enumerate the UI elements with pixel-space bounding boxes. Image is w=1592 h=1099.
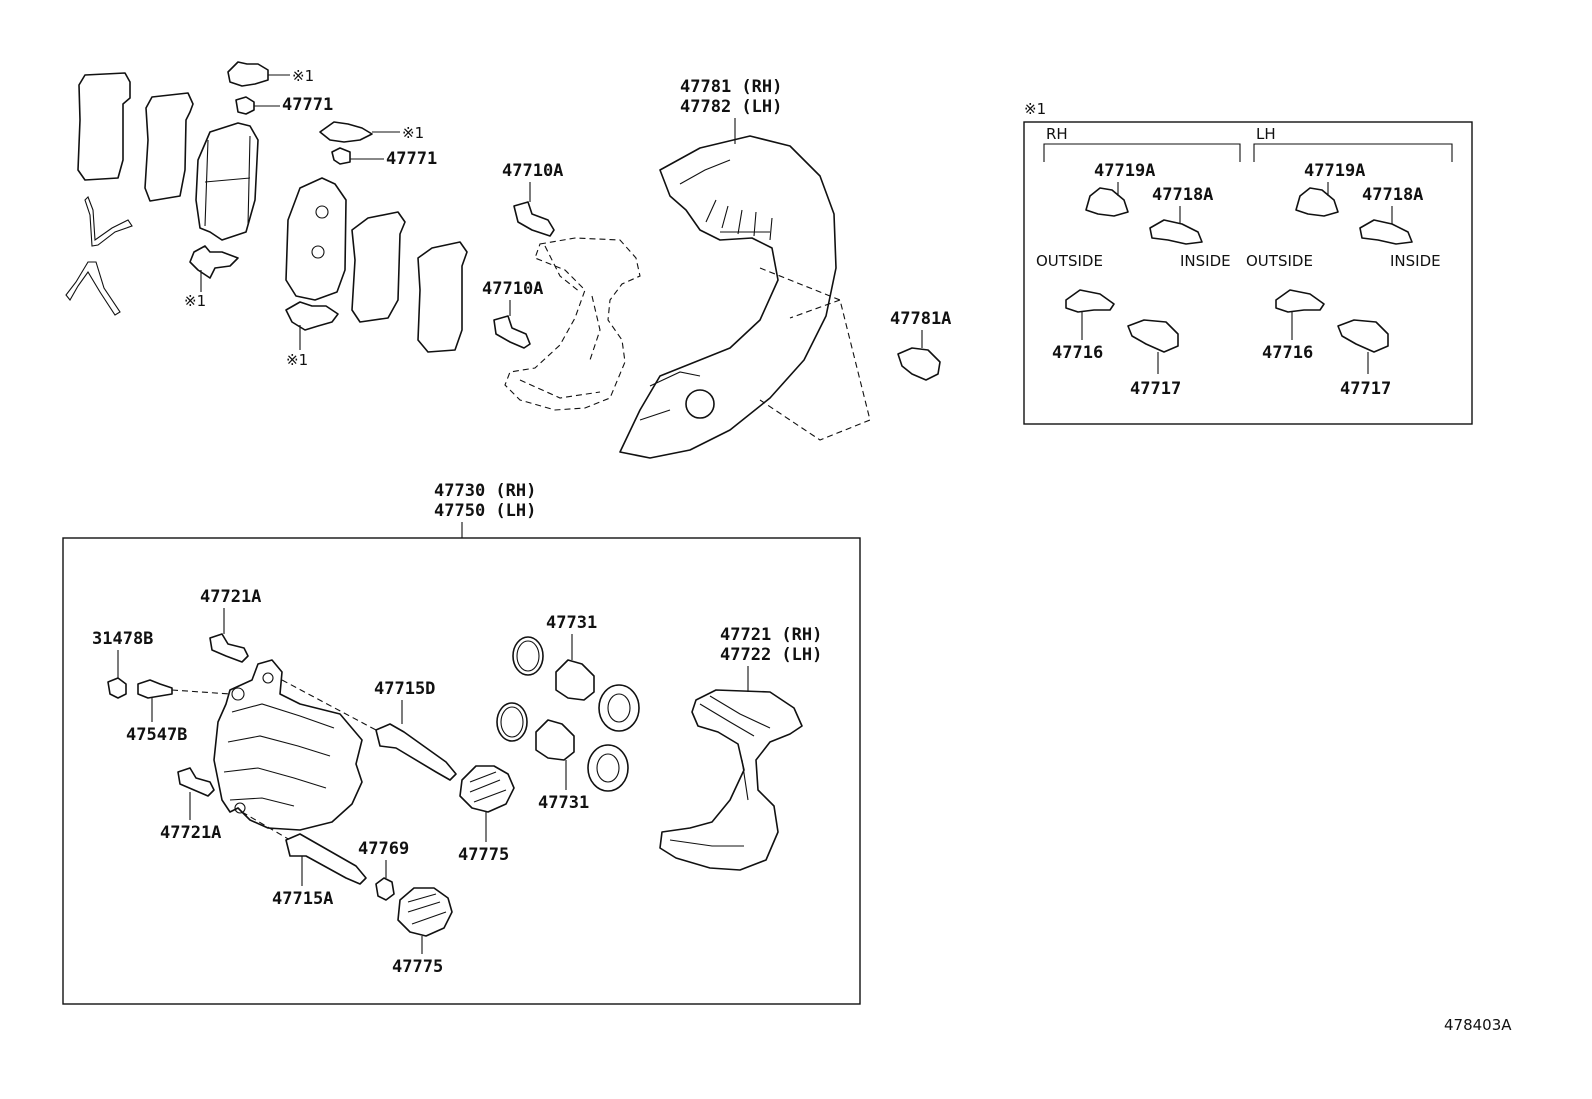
rh-shim-47717 (1127, 319, 1179, 353)
label-47781A: 47781A (890, 309, 951, 329)
label-47771-b: 47771 (386, 149, 437, 169)
diagram-code: 478403A (1444, 1016, 1512, 1034)
caliper-mount-dashed (504, 237, 641, 411)
label-rh-47718A: 47718A (1152, 185, 1213, 205)
bleeder-plug (137, 679, 173, 699)
label-lh-47718A: 47718A (1362, 185, 1423, 205)
caliper-bolt-upper (209, 633, 249, 663)
lh-shim-47716 (1275, 289, 1325, 313)
pad-clip-47771-a (235, 96, 255, 115)
mark-note-lower: ※1 (286, 351, 308, 369)
slide-pin-lower (285, 833, 367, 885)
mount-bolts: 47710A 47710A (482, 161, 563, 349)
anti-rattle-clip-lower (285, 301, 339, 331)
label-lh-inside: INSIDE (1390, 252, 1441, 270)
piston-boot-1 (598, 684, 640, 732)
mount-bolt-mid (493, 315, 531, 349)
shield-bolt (897, 347, 941, 381)
inset-border (1023, 121, 1473, 425)
piston-2 (535, 719, 575, 761)
pin-boot-upper (459, 765, 515, 813)
label-47721A-lower: 47721A (160, 823, 221, 843)
label-mount-lh: 47722 (LH) (720, 645, 822, 665)
caliper-box-border (62, 537, 861, 1005)
label-47715D: 47715D (374, 679, 435, 699)
mark-note-left: ※1 (184, 292, 206, 310)
piston-seal-1 (512, 636, 544, 676)
lh-clip-47718A (1359, 219, 1413, 245)
piston-1 (555, 659, 595, 701)
label-rh-47717: 47717 (1130, 379, 1181, 399)
mount-bolt-top (513, 201, 555, 237)
label-47731-bottom: 47731 (538, 793, 589, 813)
pin-bushing (375, 877, 395, 901)
caliper-bolt-lower (177, 767, 215, 797)
pad-shim-inner-2 (417, 241, 468, 353)
pin-boot-lower (397, 887, 453, 937)
piston-boot-2 (587, 744, 629, 792)
anti-rattle-clip-top (227, 61, 269, 87)
label-47715A: 47715A (272, 889, 333, 909)
bleeder-cap (107, 677, 127, 699)
label-rh-47719A: 47719A (1094, 161, 1155, 181)
pad-shim-outer-1 (77, 72, 131, 181)
lh-clip-47719A (1295, 187, 1339, 217)
anti-rattle-clip-left (189, 245, 239, 279)
rh-shim-47716 (1065, 289, 1115, 313)
rh-clip-47719A (1085, 187, 1129, 217)
inset-mark: ※1 (1024, 100, 1046, 118)
label-47731-top: 47731 (546, 613, 597, 633)
label-47771-a: 47771 (282, 95, 333, 115)
caliper-mounting-bracket (659, 689, 803, 871)
pad-clip-47771-b (331, 147, 351, 165)
pad-shim-group (65, 61, 468, 353)
piston-seal-2 (496, 702, 528, 742)
anti-rattle-clip-mid (319, 121, 373, 143)
mark-note-mid: ※1 (402, 124, 424, 142)
pad-shim-outer-2 (144, 92, 194, 202)
label-rh-inside: INSIDE (1180, 252, 1231, 270)
pad-spring-upper (84, 196, 133, 247)
clip-kit-inset: ※1 RH LH 47719A 47718A OUTSIDE INSIDE 47… (1023, 100, 1473, 425)
label-47547B: 47547B (126, 725, 187, 745)
label-rh-47716: 47716 (1052, 343, 1103, 363)
mark-note-top: ※1 (292, 67, 314, 85)
label-47710A-top: 47710A (502, 161, 563, 181)
disc-dust-shield (619, 135, 837, 459)
label-lh-47719A: 47719A (1304, 161, 1365, 181)
label-mount-rh: 47721 (RH) (720, 625, 822, 645)
caliper-assembly-box: 47730 (RH) 47750 (LH) 47721A 31478B 4754… (62, 481, 861, 1005)
label-47721A-upper: 47721A (200, 587, 261, 607)
label-lh-47717: 47717 (1340, 379, 1391, 399)
label-caliper-rh: 47730 (RH) (434, 481, 536, 501)
shield-bolt-group: 47781A (890, 309, 951, 381)
lh-shim-47717 (1337, 319, 1389, 353)
brake-pad-outer (195, 122, 259, 241)
inset-lh-header: LH (1256, 125, 1276, 143)
rh-clip-47718A (1149, 219, 1203, 245)
label-shield-lh: 47782 (LH) (680, 97, 782, 117)
pad-spring-lower (65, 261, 121, 316)
label-47775-lower: 47775 (392, 957, 443, 977)
label-31478B: 31478B (92, 629, 153, 649)
label-47775-upper: 47775 (458, 845, 509, 865)
label-47769: 47769 (358, 839, 409, 859)
label-lh-outside: OUTSIDE (1246, 252, 1313, 270)
dust-shield: 47781 (RH) 47782 (LH) (619, 77, 871, 459)
label-lh-47716: 47716 (1262, 343, 1313, 363)
slide-pin-upper (375, 723, 457, 781)
piston-seal-kit: 47731 47731 (496, 613, 640, 813)
brake-pad-inner (285, 177, 347, 301)
label-47710A-mid: 47710A (482, 279, 543, 299)
label-caliper-lh: 47750 (LH) (434, 501, 536, 521)
label-shield-rh: 47781 (RH) (680, 77, 782, 97)
inset-rh-header: RH (1046, 125, 1068, 143)
upper-left-labels: ※1 47771 ※1 47771 ※1 ※1 (184, 67, 437, 369)
label-rh-outside: OUTSIDE (1036, 252, 1103, 270)
pad-shim-inner-1 (351, 211, 406, 323)
